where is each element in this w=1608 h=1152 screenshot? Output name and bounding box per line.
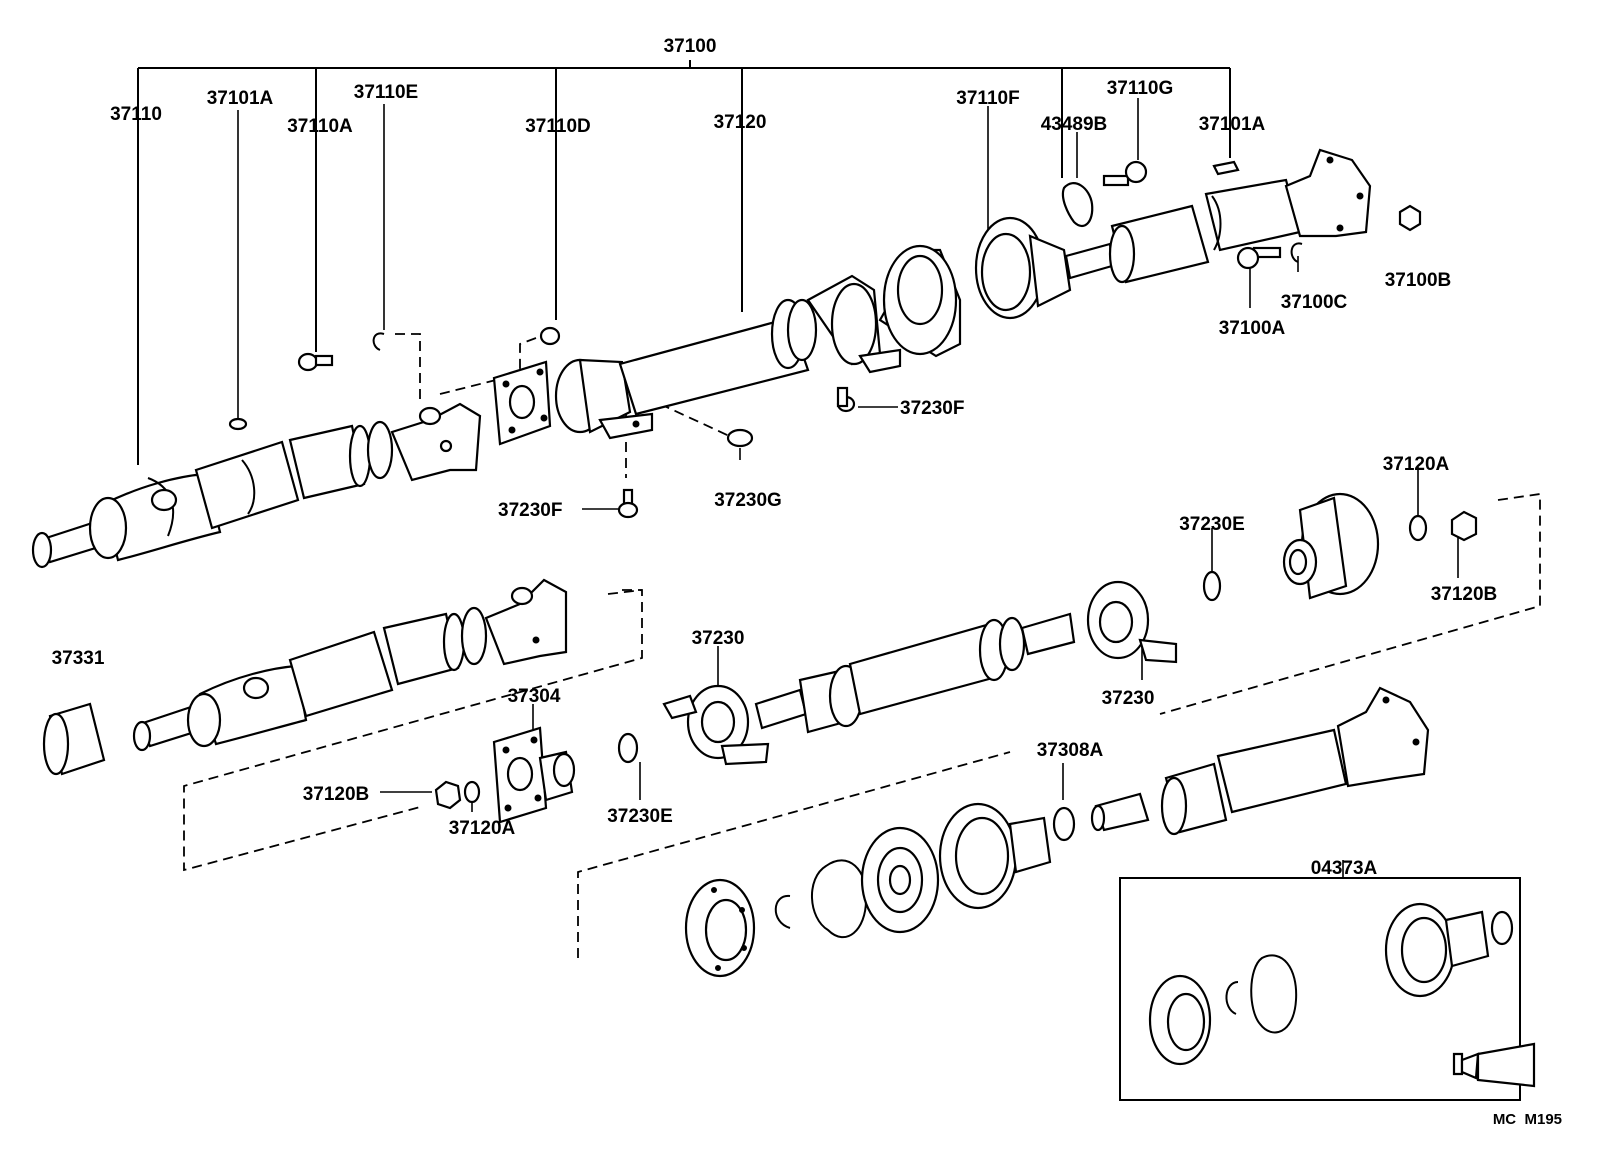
bolt-37100a: [1236, 246, 1282, 270]
bolt-37110a: [297, 352, 334, 372]
label-37110d: 37110D: [525, 116, 591, 137]
label-37100c: 37100C: [1281, 292, 1348, 313]
nut-37120b-lower: [434, 780, 462, 810]
washer-37101a-left: [228, 417, 248, 431]
bolt-37110g: [1102, 160, 1148, 187]
label-37110a: 37110A: [287, 116, 353, 137]
center-bearing-left: [554, 358, 654, 440]
cv-cover-plate: [684, 878, 756, 978]
front-shaft-37110: [31, 402, 482, 569]
washer-37230e-upper: [1202, 570, 1222, 602]
label-37230f-lower: 37230F: [498, 500, 562, 521]
bolt-37230f-lower: [617, 488, 639, 519]
ring-37331: [42, 702, 106, 776]
plate-43489b: [1061, 182, 1094, 228]
flange-yoke-right: [1284, 148, 1372, 238]
washer-37230e-lower: [617, 732, 639, 764]
rear-shaft-lower: [1090, 686, 1430, 836]
cushion-37230g: [726, 428, 754, 448]
ring-37308a: [1052, 806, 1076, 842]
alt-front-shaft: [132, 578, 568, 752]
cv-joint-outer: [938, 802, 1052, 910]
label-37331: 37331: [52, 648, 105, 669]
bolt-37230f-upper: [836, 386, 856, 413]
label-37230e-lower: 37230E: [607, 806, 673, 827]
flange-37304: [492, 726, 576, 824]
label-37110: 37110: [110, 104, 162, 125]
label-37100a: 37100A: [1219, 318, 1286, 339]
label-37110e: 37110E: [354, 82, 418, 103]
label-37304: 37304: [508, 686, 561, 707]
flange-37110d: [492, 326, 561, 446]
center-bearing-37230-right: [1086, 580, 1178, 664]
nut-37100b: [1398, 204, 1422, 232]
washer-37101a-right: [1212, 160, 1240, 176]
label-37308a: 37308A: [1037, 740, 1104, 761]
label-37101a-right: 37101A: [1199, 114, 1266, 135]
washer-37120a-upper: [1408, 514, 1428, 542]
snap-ring: [774, 894, 791, 929]
label-37120b-upper: 37120B: [1431, 584, 1498, 605]
label-37110f: 37110F: [956, 88, 1019, 109]
label-04373a: 04373A: [1311, 858, 1378, 879]
label-37230-right: 37230: [1102, 688, 1155, 709]
label-37120a-upper: 37120A: [1383, 454, 1450, 475]
label-37120b-lower: 37120B: [303, 784, 370, 805]
label-37101a-left: 37101A: [207, 88, 274, 109]
gasket: [811, 859, 868, 939]
label-43489b: 43489B: [1041, 114, 1108, 135]
label-37100b: 37100B: [1385, 270, 1452, 291]
cv-joint-inner: [860, 826, 940, 934]
kit-box-04373a: [1119, 877, 1536, 1101]
label-assembly-37100: 37100: [664, 36, 717, 57]
label-37120a-lower: 37120A: [449, 818, 516, 839]
center-bearing-37230-left: [662, 684, 770, 766]
nut-37120b-upper: [1450, 510, 1478, 542]
washer-37120a-lower: [463, 780, 481, 804]
assembly-bracket: [137, 60, 1231, 465]
intermediate-shaft: [754, 612, 1076, 734]
label-37120: 37120: [714, 112, 767, 133]
label-37110g: 37110G: [1107, 78, 1174, 99]
part-labels: 37100 37110 37101A 37110A 37110E 37110D …: [52, 36, 1562, 1128]
cv-joint-37110f: [974, 216, 1114, 320]
label-37230-left: 37230: [692, 628, 745, 649]
diagram-code: MC M195: [1493, 1111, 1562, 1128]
clip-37110e: [372, 332, 385, 351]
rear-shaft-tube: [1108, 178, 1302, 284]
label-37230g: 37230G: [714, 490, 782, 511]
label-37230e-upper: 37230E: [1179, 514, 1245, 535]
washer-37100c: [1290, 242, 1303, 263]
label-37230f-upper: 37230F: [900, 398, 964, 419]
boot-cone: [1282, 492, 1380, 600]
tube-37120: [618, 244, 962, 416]
